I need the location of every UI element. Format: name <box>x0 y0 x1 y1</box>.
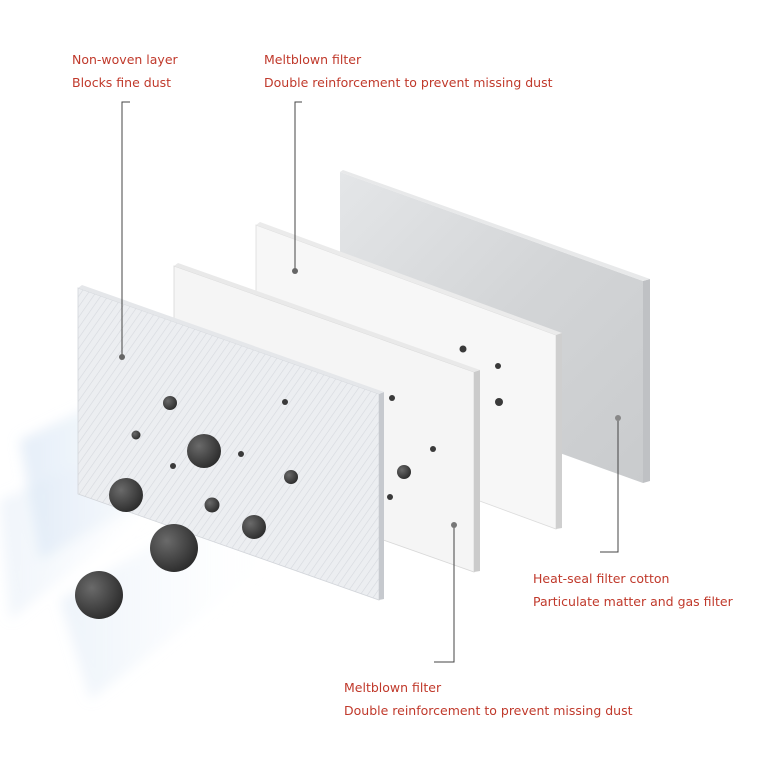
leader-meltblown-bottom <box>434 525 455 663</box>
leader-lines <box>119 101 621 663</box>
dust-particles <box>75 345 503 619</box>
label-heatseal-title: Heat-seal filter cotton <box>533 571 670 586</box>
dust-particle <box>389 395 395 401</box>
dust-particle <box>131 430 141 440</box>
leader-heatseal <box>600 418 619 553</box>
label-meltblown-bottom-desc: Double reinforcement to prevent missing … <box>344 703 633 718</box>
dust-particle <box>150 524 198 572</box>
label-meltblown-bottom-title: Meltblown filter <box>344 680 442 695</box>
non-woven-layer <box>77 285 384 601</box>
label-meltblown-top-desc: Double reinforcement to prevent missing … <box>264 75 553 90</box>
dust-particle <box>284 470 298 484</box>
label-nonwoven-desc: Blocks fine dust <box>72 75 172 90</box>
dust-particle <box>75 571 123 619</box>
dust-particle <box>187 434 221 468</box>
dust-particle <box>238 451 244 457</box>
label-meltblown-top: Meltblown filter Double reinforcement to… <box>264 48 553 94</box>
dust-particle <box>387 494 393 500</box>
label-nonwoven-title: Non-woven layer <box>72 52 178 67</box>
label-heatseal-desc: Particulate matter and gas filter <box>533 594 733 609</box>
dust-particle <box>397 465 411 479</box>
leader-meltblown-top <box>294 101 302 271</box>
label-meltblown-top-title: Meltblown filter <box>264 52 362 67</box>
dust-particle <box>495 398 503 406</box>
dust-particle <box>170 463 176 469</box>
label-nonwoven: Non-woven layer Blocks fine dust <box>72 48 178 94</box>
dust-particle <box>430 446 436 452</box>
label-heatseal: Heat-seal filter cotton Particulate matt… <box>533 567 733 613</box>
label-meltblown-bottom: Meltblown filter Double reinforcement to… <box>344 676 633 722</box>
leader-nonwoven <box>121 101 130 357</box>
dust-particle <box>495 363 501 369</box>
dust-particle <box>204 497 220 513</box>
dust-particle <box>109 478 143 512</box>
dust-particle <box>459 345 467 353</box>
dust-particle <box>242 515 266 539</box>
dust-particle <box>163 396 177 410</box>
dust-particle <box>282 399 288 405</box>
